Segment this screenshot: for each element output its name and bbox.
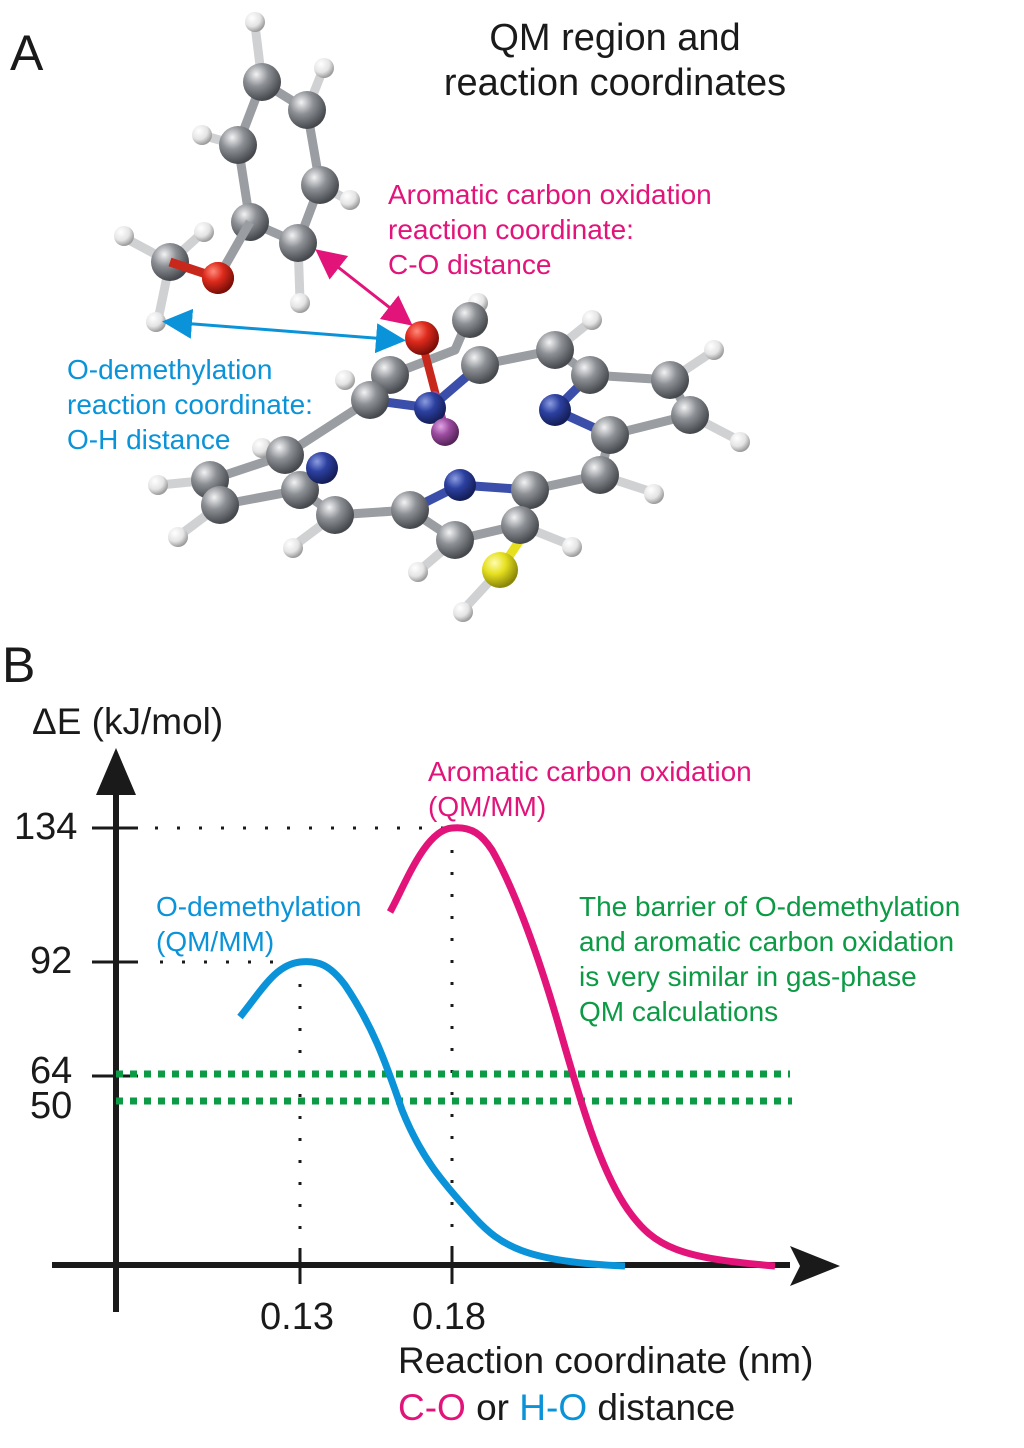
aromatic-annotation-line3: C-O distance [388, 249, 552, 280]
note-line2: and aromatic carbon oxidation [579, 926, 955, 957]
x-tick-0-13: 0.13 [260, 1296, 334, 1338]
demethylation-annotation-line3: O-H distance [67, 424, 231, 455]
panel-b-letter: B [2, 637, 36, 693]
gas-phase-note: The barrier of O-demethylation and aroma… [579, 889, 960, 1029]
h-o-label: H-O [519, 1387, 588, 1428]
x-ticks [298, 1248, 454, 1284]
x-axis-label: Reaction coordinate (nm) [398, 1340, 814, 1381]
demethylation-annotation: O-demethylation reaction coordinate: O-H… [67, 352, 313, 457]
aromatic-oxidation-curve [386, 824, 776, 1270]
peak-guide-lines [155, 826, 454, 1262]
y-tick-50: 50 [30, 1085, 73, 1127]
aromatic-annotation-line2: reaction coordinate: [388, 214, 634, 245]
demeth-series-label-line1: O-demethylation [156, 891, 362, 922]
y-tick-64: 64 [30, 1050, 73, 1092]
note-line1: The barrier of O-demethylation [579, 891, 961, 922]
note-line3: is very similar in gas-phase [579, 961, 917, 992]
aromatic-oxidation-annotation: Aromatic carbon oxidation reaction coord… [388, 177, 712, 282]
aromatic-series-label-line1: Aromatic carbon oxidation [428, 756, 752, 787]
demethylation-annotation-line1: O-demethylation [67, 354, 273, 385]
c-o-label: C-O [398, 1387, 466, 1428]
aromatic-oxidation-series-label: Aromatic carbon oxidation (QM/MM) [428, 754, 752, 824]
panel-a-title-line2: reaction coordinates [443, 62, 787, 104]
aromatic-annotation-line1: Aromatic carbon oxidation [388, 179, 712, 210]
or-label: or [465, 1387, 520, 1428]
y-axis-label: ΔE (kJ/mol) [32, 701, 224, 742]
atoms [114, 12, 750, 622]
x-axis-sublabel: C-O or H-O distance [398, 1389, 735, 1426]
y-axis-arrowhead-icon [96, 748, 136, 795]
gas-phase-barrier-lines [116, 1070, 792, 1105]
o-demethylation-curve [237, 958, 626, 1270]
x-tick-0-18: 0.18 [412, 1296, 486, 1338]
o-h-distance-arrow [162, 308, 406, 354]
o-demethylation-series-label: O-demethylation (QM/MM) [156, 889, 361, 959]
panel-a-title-line1: QM region and [489, 17, 741, 59]
panel-a-title: QM region and reaction coordinates [400, 16, 830, 106]
qm-region-molecule [114, 12, 750, 622]
demethylation-annotation-line2: reaction coordinate: [67, 389, 313, 420]
distance-label: distance [587, 1387, 736, 1428]
y-tick-134: 134 [14, 806, 78, 848]
panel-a-letter: A [10, 25, 44, 81]
note-line4: QM calculations [579, 996, 779, 1027]
demeth-series-label-line2: (QM/MM) [156, 926, 275, 957]
x-axis-arrowhead-icon [790, 1246, 840, 1286]
aromatic-series-label-line2: (QM/MM) [428, 791, 547, 822]
y-tick-92: 92 [30, 940, 73, 982]
